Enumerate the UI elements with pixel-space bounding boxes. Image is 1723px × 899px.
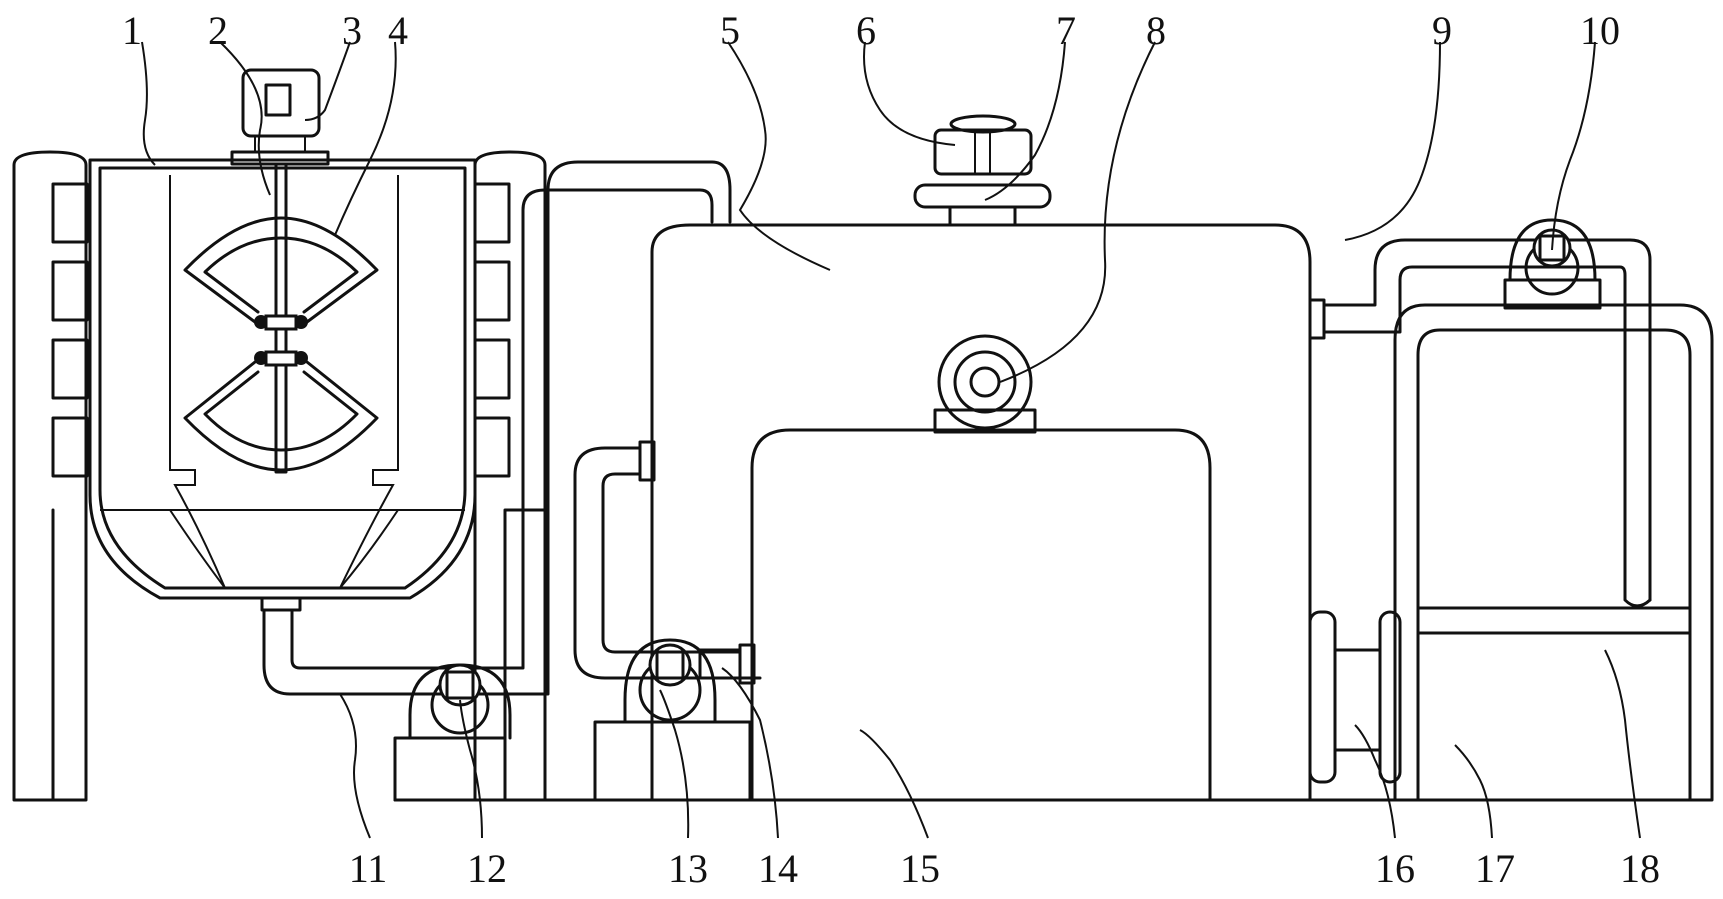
label-14: 14 (758, 846, 798, 891)
label-11: 11 (349, 846, 388, 891)
top-motor-6 (933, 114, 1033, 176)
label-1: 1 (122, 8, 142, 53)
mixing-tank (88, 158, 477, 600)
connector-16 (1308, 610, 1402, 784)
label-8: 8 (1146, 8, 1166, 53)
label-18: 18 (1620, 846, 1660, 891)
label-5: 5 (720, 8, 740, 53)
label-17: 17 (1475, 846, 1515, 891)
stirring-blades (183, 216, 379, 472)
top-cover-7 (913, 183, 1052, 227)
motor-top (230, 68, 330, 166)
inner-tank (750, 428, 1212, 802)
label-3: 3 (342, 8, 362, 53)
pipe-9 (1308, 238, 1652, 608)
pump-8 (933, 334, 1037, 434)
leader-lines (141, 41, 1641, 839)
label-9: 9 (1432, 8, 1452, 53)
label-15: 15 (900, 846, 940, 891)
label-6: 6 (856, 8, 876, 53)
pump-12 (393, 663, 512, 802)
label-4: 4 (388, 8, 408, 53)
label-2: 2 (208, 8, 228, 53)
label-12: 12 (467, 846, 507, 891)
label-7: 7 (1056, 8, 1076, 53)
main-tank (650, 223, 1312, 802)
pipe-left-13 (573, 440, 762, 680)
label-10: 10 (1580, 8, 1620, 53)
right-tank (1393, 303, 1714, 802)
pump-13 (593, 638, 752, 802)
pipe-11 (260, 160, 732, 696)
label-13: 13 (668, 846, 708, 891)
label-16: 16 (1375, 846, 1415, 891)
callout-labels: 1 2 3 4 5 6 7 8 9 10 11 12 13 14 15 16 1… (122, 8, 1660, 891)
valve-14 (698, 643, 756, 685)
